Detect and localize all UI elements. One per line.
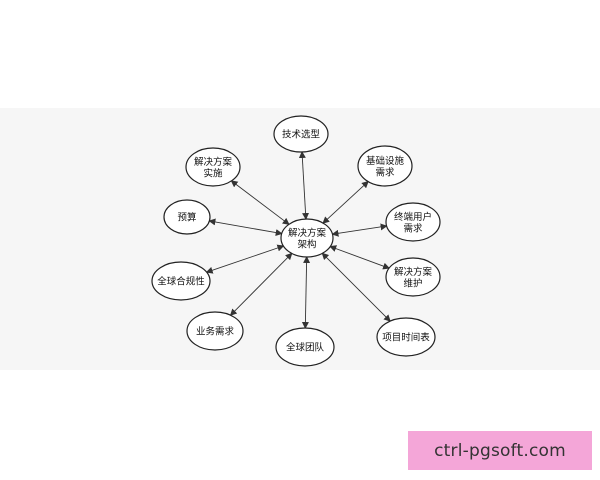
node-tech-selection-shape — [273, 115, 329, 153]
watermark-text: ctrl-pgsoft.com — [434, 440, 566, 461]
node-budget-shape — [163, 199, 211, 235]
node-budget: 预算 — [163, 199, 211, 235]
edge-global-compliance — [205, 244, 285, 274]
node-project-timeline-label-line: 项目时间表 — [382, 332, 430, 344]
node-global-compliance-shape — [151, 261, 211, 301]
node-tech-selection: 技术选型 — [273, 115, 329, 153]
node-global-team-shape — [275, 327, 335, 367]
node-solution-maintenance-label-line: 解决方案 — [394, 266, 433, 278]
edge-solution-maintenance — [329, 245, 391, 270]
node-business-needs-label-line: 业务需求 — [196, 326, 235, 338]
node-end-user-needs-label-line: 终端用户 — [394, 211, 432, 223]
node-center-solution-architecture-label-line: 解决方案 — [288, 227, 327, 239]
edge-solution-implementation — [230, 180, 290, 225]
node-solution-maintenance-label-line: 维护 — [403, 277, 422, 289]
edge-infra-needs — [322, 180, 369, 224]
node-end-user-needs-label-line: 需求 — [403, 222, 423, 234]
edge-tech-selection — [298, 151, 310, 220]
node-solution-maintenance-shape — [385, 257, 441, 297]
edges-layer — [205, 151, 391, 329]
nodes-layer: 技术选型基础设施需求终端用户需求解决方案维护项目时间表全球团队业务需求全球合规性… — [151, 115, 441, 367]
node-business-needs-shape — [186, 311, 244, 351]
node-global-compliance-label-line: 全球合规性 — [157, 276, 205, 288]
node-end-user-needs-shape — [385, 202, 441, 242]
node-infra-needs-shape — [357, 145, 413, 187]
node-budget-label-line: 预算 — [177, 212, 196, 224]
edge-budget — [208, 218, 283, 237]
node-global-team: 全球团队 — [275, 327, 335, 367]
node-infra-needs-label-line: 需求 — [375, 166, 395, 178]
node-solution-implementation-label-line: 实施 — [203, 167, 223, 179]
node-center-solution-architecture-shape — [280, 218, 334, 258]
edge-end-user-needs — [331, 223, 388, 237]
node-global-compliance: 全球合规性 — [151, 261, 211, 301]
node-infra-needs-label-line: 基础设施 — [366, 155, 405, 167]
node-project-timeline-shape — [376, 317, 436, 357]
node-solution-implementation-shape — [185, 147, 241, 187]
edge-global-team — [301, 256, 311, 329]
node-tech-selection-label-line: 技术选型 — [282, 129, 321, 141]
node-solution-implementation-label-line: 解决方案 — [194, 156, 233, 168]
node-center-solution-architecture-label-line: 架构 — [297, 238, 316, 250]
edge-business-needs — [229, 252, 293, 316]
node-global-team-label-line: 全球团队 — [286, 342, 325, 354]
edge-project-timeline — [321, 252, 391, 322]
node-project-timeline: 项目时间表 — [376, 317, 436, 357]
node-business-needs: 业务需求 — [186, 311, 244, 351]
watermark-banner: ctrl-pgsoft.com — [408, 431, 592, 470]
